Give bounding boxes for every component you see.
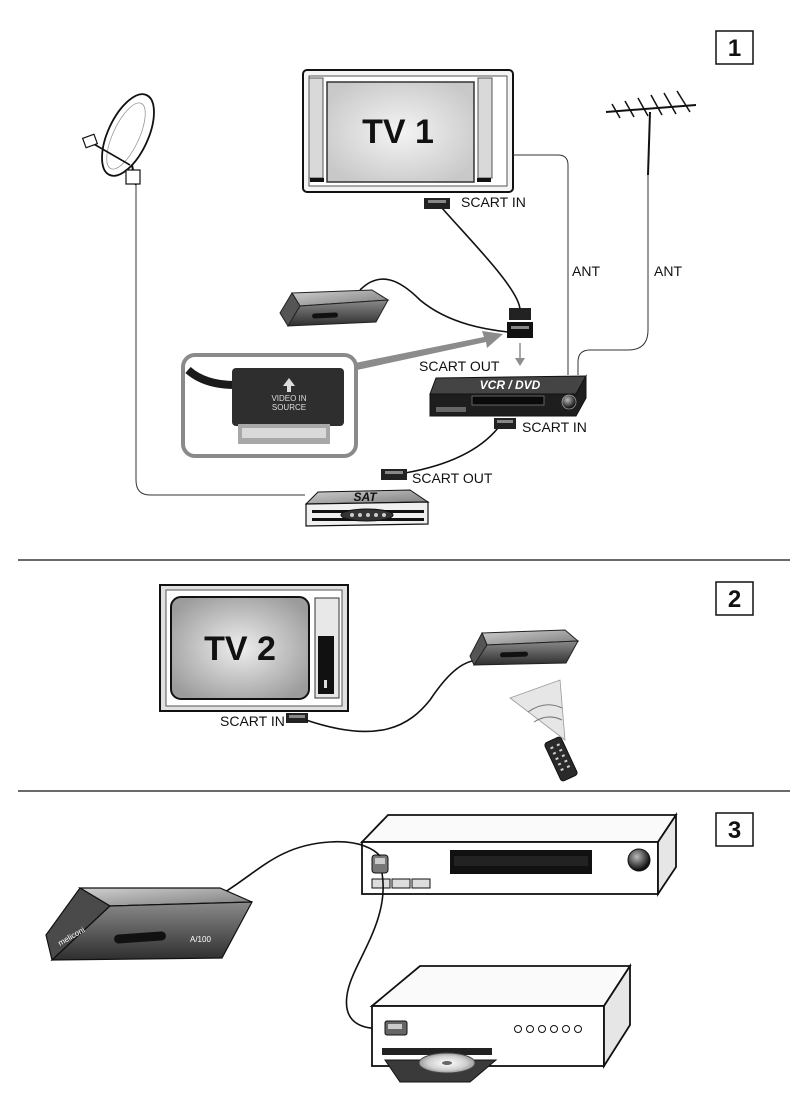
- tv-ant-label: ANT: [572, 263, 600, 279]
- tv-2: TV 2: [159, 584, 349, 712]
- panel-2: 2 TV 2 SCART IN: [159, 581, 754, 782]
- scart-plug-recorder: [384, 1020, 408, 1036]
- tv-1: TV 1: [302, 69, 514, 193]
- scart-plug-sat-out: [381, 469, 407, 480]
- satellite-dish-icon: [81, 93, 155, 186]
- panel-number: 2: [728, 586, 741, 613]
- inset-plug-text-1: VIDEO IN: [271, 394, 306, 403]
- panel-number-badge: 2: [715, 581, 754, 616]
- pointer-arrow-icon: [355, 331, 503, 370]
- panel-number: 3: [728, 817, 741, 844]
- tv2-scart-in-label: SCART IN: [220, 713, 285, 729]
- cables-panel-1: [135, 154, 649, 496]
- down-arrow-icon: [515, 343, 525, 366]
- sat-label: SAT: [353, 490, 378, 504]
- cable-vcr-recorder: [345, 872, 386, 1030]
- dvd-recorder: [369, 962, 632, 1070]
- panel-number: 1: [728, 35, 741, 62]
- panel-number-badge: 3: [715, 812, 754, 847]
- cable-receiver-vcr: [224, 840, 381, 893]
- sat-scart-out-label: SCART OUT: [412, 470, 493, 486]
- scart-plug-tv1: [424, 198, 450, 209]
- antenna-ant-label: ANT: [654, 263, 682, 279]
- panel-3: 3 meliconi A/100: [45, 812, 754, 1083]
- vcr-dvd-label: VCR / DVD: [480, 378, 541, 392]
- scart-adapter: [507, 308, 533, 338]
- receiver-box-panel-2: [469, 629, 580, 667]
- tv1-scart-in-label: SCART IN: [461, 194, 526, 210]
- receiver-model: A/100: [190, 935, 211, 944]
- scart-plug-tv2: [286, 713, 308, 723]
- receiver-box-panel-3: meliconi A/100: [45, 887, 254, 962]
- sat-receiver: SAT: [304, 489, 430, 527]
- tv-2-label: TV 2: [204, 630, 276, 668]
- tv-1-label: TV 1: [362, 113, 434, 151]
- disc-tray: [384, 1052, 498, 1083]
- panel-1: 1 TV 1: [81, 30, 754, 527]
- vcr-scart-in-label: SCART IN: [522, 419, 587, 435]
- inset-plug-text-2: SOURCE: [272, 403, 306, 412]
- remote-control-icon: [509, 679, 578, 782]
- antenna-icon: [605, 90, 697, 176]
- scart-plug-vcr-3: [371, 854, 389, 874]
- panel-number-badge: 1: [715, 30, 754, 65]
- vcr-scart-out-label: SCART OUT: [419, 358, 500, 374]
- cable-tv2-receiver: [305, 659, 481, 733]
- receiver-box-panel-1: [279, 289, 390, 327]
- scart-plug-inset: VIDEO IN SOURCE: [181, 353, 358, 458]
- up-arrow-icon: [283, 378, 295, 386]
- scart-plug-vcr-in: [494, 418, 516, 429]
- vcr-panel-3: [359, 812, 678, 897]
- vcr-dvd-player: VCR / DVD: [429, 374, 587, 417]
